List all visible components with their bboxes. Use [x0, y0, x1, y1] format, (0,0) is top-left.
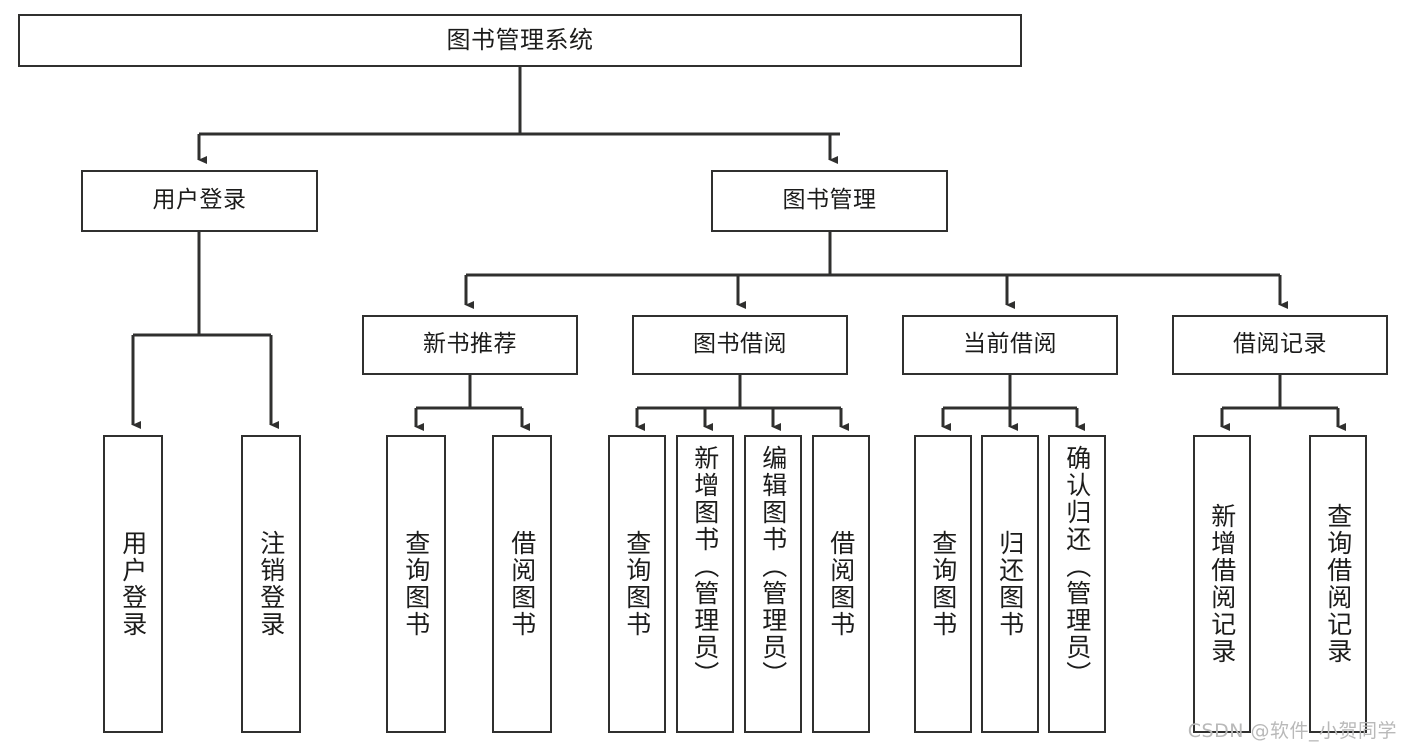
leaf-borrow-query-book[interactable]: 查询图书: [608, 435, 666, 733]
node-label: 借阅记录: [1233, 331, 1327, 358]
leaf-record-query-record[interactable]: 查询借阅记录: [1309, 435, 1367, 733]
node-label: 查询图书: [928, 530, 958, 638]
node-label: 借阅图书: [507, 530, 537, 638]
node-current-borrow[interactable]: 当前借阅: [902, 315, 1118, 375]
leaf-newbook-borrow-book[interactable]: 借阅图书: [492, 435, 552, 733]
node-label: 归还图书: [995, 530, 1025, 638]
leaf-current-query-book[interactable]: 查询图书: [914, 435, 972, 733]
leaf-current-return-book[interactable]: 归还图书: [981, 435, 1039, 733]
node-label: 当前借阅: [963, 331, 1057, 358]
node-label: 借阅图书: [826, 530, 856, 638]
node-label: 确认归还（管理员）: [1062, 445, 1092, 688]
node-label: 编辑图书（管理员）: [758, 445, 788, 688]
node-label: 新增借阅记录: [1207, 503, 1237, 665]
node-label: 新增图书（管理员）: [690, 445, 720, 688]
node-label: 查询借阅记录: [1323, 503, 1353, 665]
leaf-current-confirm-return-admin[interactable]: 确认归还（管理员）: [1048, 435, 1106, 733]
leaf-borrow-add-book-admin[interactable]: 新增图书（管理员）: [676, 435, 734, 733]
leaf-newbook-query-book[interactable]: 查询图书: [386, 435, 446, 733]
node-book-management[interactable]: 图书管理: [711, 170, 948, 232]
watermark-text: CSDN @软件_小贺同学: [1187, 720, 1397, 742]
node-root-system[interactable]: 图书管理系统: [18, 14, 1022, 67]
node-label: 查询图书: [401, 530, 431, 638]
node-borrow-record[interactable]: 借阅记录: [1172, 315, 1388, 375]
leaf-borrow-edit-book-admin[interactable]: 编辑图书（管理员）: [744, 435, 802, 733]
leaf-borrow-borrow-book[interactable]: 借阅图书: [812, 435, 870, 733]
node-book-borrow[interactable]: 图书借阅: [632, 315, 848, 375]
node-label: 图书借阅: [693, 331, 787, 358]
node-label: 图书管理系统: [446, 26, 594, 55]
leaf-user-login-logout[interactable]: 注销登录: [241, 435, 301, 733]
node-user-login[interactable]: 用户登录: [81, 170, 318, 232]
leaf-user-login-login[interactable]: 用户登录: [103, 435, 163, 733]
leaf-record-add-record[interactable]: 新增借阅记录: [1193, 435, 1251, 733]
node-label: 用户登录: [152, 187, 247, 214]
node-label: 新书推荐: [423, 331, 517, 358]
node-label: 注销登录: [256, 530, 286, 638]
node-new-book-recommend[interactable]: 新书推荐: [362, 315, 578, 375]
node-label: 查询图书: [622, 530, 652, 638]
node-label: 图书管理: [782, 187, 877, 214]
node-label: 用户登录: [118, 530, 148, 638]
